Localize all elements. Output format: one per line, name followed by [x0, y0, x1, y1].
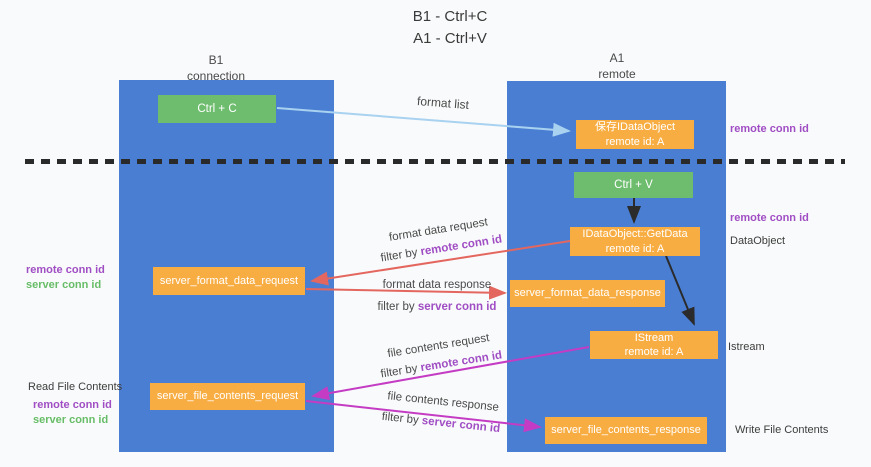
annotation-server-conn-id-top-left: server conn id — [26, 278, 102, 291]
node-save-idataobject-line1: 保存IDataObject — [594, 121, 676, 134]
annotation-conn-ids-top-left: remote conn id server conn id — [26, 263, 105, 293]
lane-header-b1: B1 connection — [166, 52, 266, 84]
annotation-remote-conn-id-top-right: remote conn id — [730, 123, 809, 135]
lane-a1-name: A1 — [609, 51, 625, 65]
lane-header-a1: A1 remote — [567, 50, 667, 82]
diagram-title: B1 - Ctrl+C A1 - Ctrl+V — [350, 6, 550, 50]
node-server-format-data-response-label: server_format_data_response — [514, 287, 661, 300]
annotation-istream: Istream — [728, 341, 765, 353]
annotation-remote-conn-id-top-left: remote conn id — [26, 264, 105, 276]
arrow-getdata-to-istream — [665, 255, 695, 326]
title-line-2: A1 - Ctrl+V — [413, 29, 487, 47]
annotation-server-conn-id-bottom-left: server conn id — [33, 413, 109, 426]
node-getdata-line2: remote id: A — [605, 242, 665, 255]
label-format-data-response-text: format data response — [382, 279, 492, 291]
arrow-format-data-request — [310, 240, 571, 286]
node-server-file-contents-response: server_file_contents_response — [545, 417, 707, 444]
node-ctrl-v: Ctrl + V — [574, 172, 693, 198]
annotation-read-file-contents: Read File Contents — [28, 381, 123, 393]
annotation-dataobject: DataObject — [730, 235, 786, 247]
node-save-idataobject-line2: remote id: A — [605, 135, 665, 148]
annotation-conn-ids-bottom-left: remote conn id server conn id — [33, 398, 112, 428]
node-server-file-contents-request-label: server_file_contents_request — [156, 390, 299, 403]
arrow-file-contents-request — [311, 346, 590, 401]
lane-a1-subtitle: remote — [598, 67, 636, 82]
annotation-write-file-contents: Write File Contents — [735, 424, 829, 436]
lane-b1-name: B1 — [208, 53, 224, 67]
node-ctrl-c: Ctrl + C — [158, 95, 276, 123]
node-server-format-data-request: server_format_data_request — [153, 267, 305, 295]
node-server-format-data-response: server_format_data_response — [510, 280, 665, 307]
node-server-format-data-request-label: server_format_data_request — [159, 274, 299, 287]
node-istream: IStream remote id: A — [590, 331, 718, 359]
arrow-file-contents-response — [305, 400, 542, 433]
node-ctrl-v-label: Ctrl + V — [614, 178, 653, 191]
node-server-file-contents-response-label: server_file_contents_response — [551, 424, 701, 437]
label-filter-server-1: filter by server conn id — [377, 301, 497, 314]
label-format-data-response: format data response filter by server co… — [372, 274, 502, 319]
annotation-remote-conn-id-bottom-left: remote conn id — [33, 399, 112, 411]
node-istream-line2: remote id: A — [624, 346, 684, 358]
lane-b1-subtitle: connection — [186, 69, 246, 84]
node-idataobject-getdata: IDataObject::GetData remote id: A — [570, 227, 700, 256]
node-ctrl-c-label: Ctrl + C — [197, 102, 237, 115]
arrow-format-list — [276, 107, 571, 137]
arrow-format-data-response — [305, 285, 507, 300]
title-line-1: B1 - Ctrl+C — [412, 8, 488, 25]
annotation-remote-conn-id-mid-right: remote conn id — [730, 212, 809, 224]
node-server-file-contents-request: server_file_contents_request — [150, 383, 305, 410]
node-save-idataobject: 保存IDataObject remote id: A — [576, 120, 694, 149]
node-istream-line1: IStream — [634, 331, 674, 344]
node-getdata-line1: IDataObject::GetData — [582, 228, 688, 241]
dashed-divider — [25, 159, 845, 164]
